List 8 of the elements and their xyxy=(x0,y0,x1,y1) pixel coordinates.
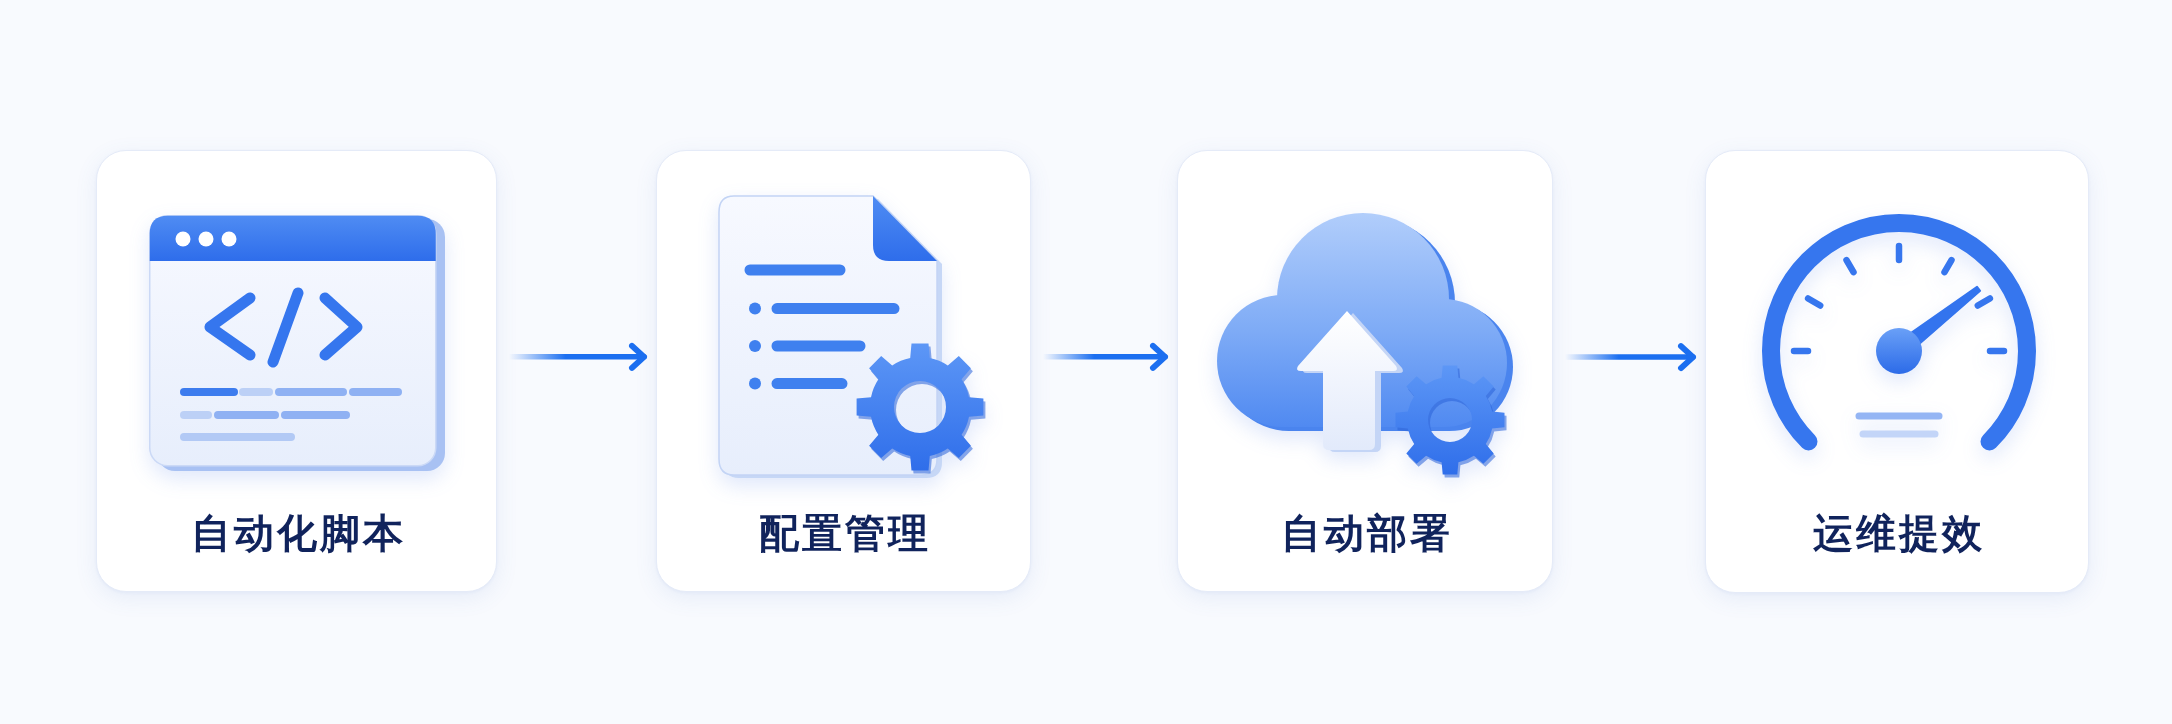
step-card xyxy=(656,150,1031,592)
step-label: 运维提效 xyxy=(1811,509,1985,558)
step-card xyxy=(1705,150,2089,593)
step-label: 自动化脚本 xyxy=(189,509,406,558)
step-label: 自动部署 xyxy=(1279,509,1453,558)
step-label: 配置管理 xyxy=(758,509,931,558)
step-card xyxy=(1177,150,1553,592)
step-card xyxy=(96,150,497,592)
